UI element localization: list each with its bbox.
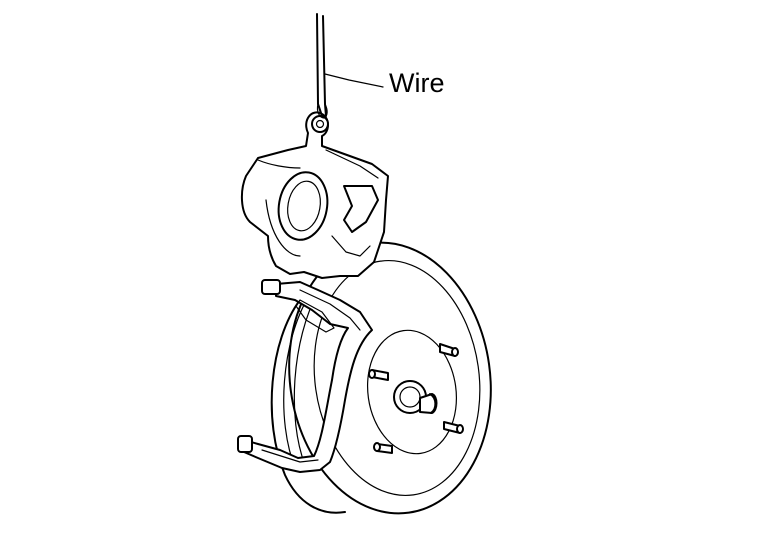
brake-caliper <box>240 111 389 279</box>
wheel-stud <box>439 343 459 357</box>
wire-label: Wire <box>389 68 445 98</box>
wheel-stud <box>368 369 389 381</box>
wheel-hub <box>393 380 438 414</box>
wire-leader-line <box>324 73 384 88</box>
hanging-wire <box>316 13 328 119</box>
wheel-stud <box>373 442 393 454</box>
caliper-mounting-bracket <box>237 279 373 473</box>
wheel-stud <box>443 421 464 434</box>
